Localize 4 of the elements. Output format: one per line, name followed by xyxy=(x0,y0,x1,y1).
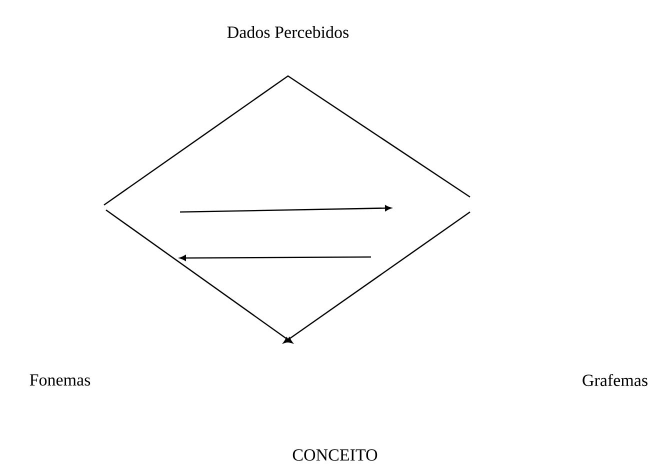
label-text: Fonemas xyxy=(30,374,90,386)
label-text: Dados Percebidos xyxy=(227,26,349,38)
label-text: Grafemas xyxy=(582,374,648,386)
label-text: CONCEITO xyxy=(292,449,378,461)
